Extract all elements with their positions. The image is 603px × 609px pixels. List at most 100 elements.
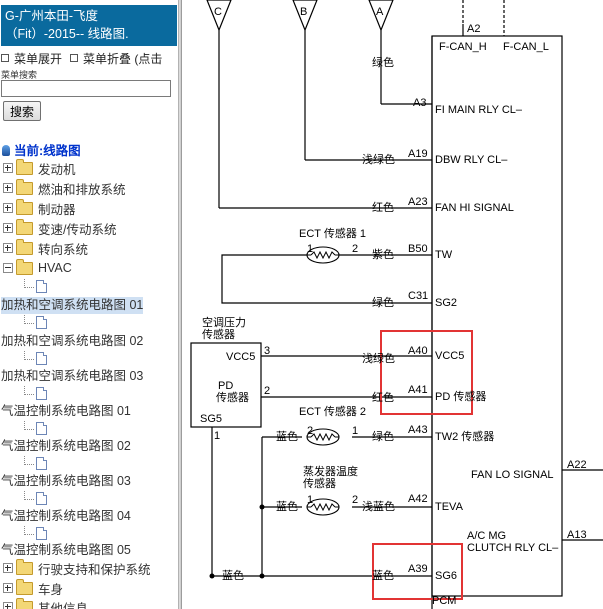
expand-plus-icon[interactable]	[3, 183, 13, 193]
tree-folder-driving-support[interactable]: 行驶支持和保护系统	[3, 558, 151, 577]
ect1-pin2: 2	[352, 243, 359, 255]
pin-a22: A22	[567, 459, 587, 471]
tree-doc-row	[0, 456, 60, 472]
pin-a42: A42	[408, 493, 428, 505]
document-icon	[36, 527, 47, 540]
ect2-label: ECT 传感器 2	[299, 406, 367, 418]
collapse-icon	[70, 54, 79, 62]
tree-folder-fuel-emission[interactable]: 燃油和排放系统	[3, 178, 126, 197]
tree-leaf-climate-03[interactable]: 气温控制系统电路图 03	[1, 474, 131, 488]
pcm-label: PCM	[432, 595, 457, 607]
pin-a40: A40	[408, 345, 428, 357]
evap-sensor-label-line1: 蒸发器温度	[303, 466, 358, 478]
tree-folder-hvac[interactable]: HVAC	[3, 258, 72, 277]
wire-color-a40: 浅绿色	[362, 353, 395, 365]
tree-doc-row	[0, 315, 60, 331]
tree-folder-label: 制动器	[38, 202, 76, 217]
signal-c31: SG2	[435, 297, 458, 309]
pressure-sensor-title-line1: 空调压力	[202, 317, 246, 329]
tree-folder-brakes[interactable]: 制动器	[3, 198, 76, 217]
collapse-minus-icon[interactable]	[3, 263, 13, 273]
folder-icon	[16, 198, 33, 215]
tree-leaf-climate-02[interactable]: 气温控制系统电路图 02	[1, 439, 131, 453]
folder-icon	[16, 158, 33, 175]
pressure-sensor-pd-line2: 传感器	[216, 392, 249, 404]
document-icon	[36, 387, 47, 400]
tree-leaf-climate-05[interactable]: 气温控制系统电路图 05	[1, 543, 131, 557]
highlight-box-a39	[372, 543, 463, 600]
tree-folder-label: 变速/传动系统	[38, 222, 117, 237]
expand-plus-icon[interactable]	[3, 243, 13, 253]
pressure-sensor-sg5: SG5	[200, 413, 223, 425]
expand-plus-icon[interactable]	[3, 602, 13, 609]
ect1-pin1: 1	[307, 243, 314, 255]
fcan-l-label: F-CAN_L	[503, 41, 549, 53]
tree-doc-row	[0, 491, 60, 507]
tree-leaf-hvac-01[interactable]: 加热和空调系统电路图 01	[1, 297, 144, 314]
acmg-label-line1: A/C MG	[467, 530, 507, 542]
pin-a3: A3	[413, 97, 427, 109]
expand-plus-icon[interactable]	[3, 583, 13, 593]
pin-a39: A39	[408, 563, 428, 575]
ect2-pin1: 1	[352, 425, 359, 437]
expand-plus-icon[interactable]	[3, 563, 13, 573]
tree-doc-row	[0, 526, 60, 542]
document-icon	[36, 422, 47, 435]
evap-pin1: 1	[307, 494, 314, 506]
current-location: 当前:线路图	[2, 140, 81, 159]
pin-a19: A19	[408, 148, 428, 160]
expand-icon	[1, 54, 9, 62]
tree-folder-label: 燃油和排放系统	[38, 182, 126, 197]
signal-a19: DBW RLY CL–	[435, 154, 508, 166]
search-button[interactable]: 搜索	[3, 101, 41, 121]
fan-lo-signal-label: FAN LO SIGNAL	[471, 469, 554, 481]
tree-leaf-hvac-02[interactable]: 加热和空调系统电路图 02	[1, 334, 144, 348]
document-title-line2: （Fit）-2015-- 线路图.	[5, 27, 129, 41]
folder-icon	[16, 238, 33, 255]
wire-color-a3: 绿色	[372, 57, 394, 69]
tree-folder-label: 发动机	[38, 162, 76, 177]
expand-plus-icon[interactable]	[3, 203, 13, 213]
acmg-label-line2: CLUTCH RLY CL–	[467, 542, 559, 554]
tree-folder-transmission[interactable]: 变速/传动系统	[3, 218, 117, 237]
navigation-sidebar: G-广州本田-飞度 （Fit）-2015-- 线路图. 菜单展开 菜单折叠 (点击…	[0, 0, 178, 609]
tree-folder-body[interactable]: 车身	[3, 578, 63, 597]
document-icon	[36, 457, 47, 470]
tree-folder-engine[interactable]: 发动机	[3, 158, 76, 177]
wire-color-a43: 绿色	[372, 431, 394, 443]
document-title: G-广州本田-飞度 （Fit）-2015-- 线路图.	[1, 5, 177, 46]
wire-color-a19: 浅绿色	[362, 154, 395, 166]
pane-splitter[interactable]	[178, 0, 182, 609]
menu-collapse-link[interactable]: 菜单折叠 (点击	[83, 52, 163, 66]
document-icon	[36, 280, 47, 293]
signal-a41: PD 传感器	[435, 391, 487, 403]
tree-leaf-climate-01[interactable]: 气温控制系统电路图 01	[1, 404, 131, 418]
tree-leaf-hvac-03[interactable]: 加热和空调系统电路图 03	[1, 369, 144, 383]
pressure-sensor-vcc5: VCC5	[226, 351, 256, 363]
pressure-sensor-box	[190, 342, 262, 428]
folder-icon	[16, 218, 33, 235]
tree-folder-label: 行驶支持和保护系统	[38, 562, 151, 577]
tree-folder-steering[interactable]: 转向系统	[3, 238, 88, 257]
signal-a39: SG6	[435, 570, 458, 582]
pressure-sensor-title-line2: 传感器	[202, 329, 235, 341]
menu-search-input[interactable]	[1, 80, 171, 97]
fcan-h-label: F-CAN_H	[439, 41, 487, 53]
tree-leaf-climate-04[interactable]: 气温控制系统电路图 04	[1, 509, 131, 523]
tree-folder-other-info[interactable]: 其他信息	[3, 597, 88, 609]
expand-plus-icon[interactable]	[3, 163, 13, 173]
folder-open-icon	[16, 258, 33, 275]
pin-b50: B50	[408, 243, 428, 255]
highlight-box-a40-a41	[380, 330, 473, 415]
folder-icon	[16, 558, 33, 575]
expand-plus-icon[interactable]	[3, 223, 13, 233]
wiring-diagram-lines	[190, 0, 603, 609]
pressure-sensor-pin1: 1	[214, 430, 221, 442]
document-icon	[36, 492, 47, 505]
folder-icon	[16, 597, 33, 609]
wire-color-blue-ground: 蓝色	[222, 570, 244, 582]
menu-toggle-row: 菜单展开 菜单折叠 (点击	[1, 50, 162, 67]
signal-a40: VCC5	[435, 350, 465, 362]
signal-a3: FI MAIN RLY CL–	[435, 104, 523, 116]
menu-expand-link[interactable]: 菜单展开	[14, 52, 63, 66]
